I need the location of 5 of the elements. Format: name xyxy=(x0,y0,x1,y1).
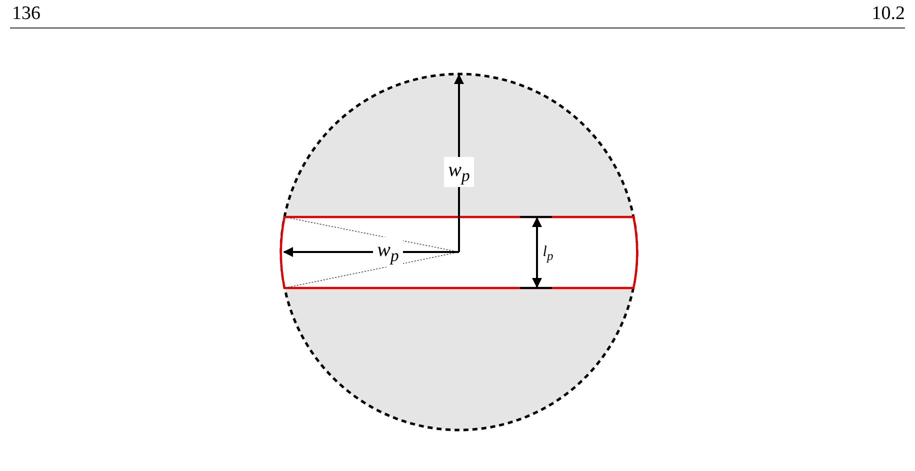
dimension-label: w$_{p}$ xyxy=(444,156,474,188)
dimension-label: w$_{p}$ xyxy=(373,236,403,268)
page-header-text: 10.2 xyxy=(872,4,905,23)
page-header-text: 136 xyxy=(12,4,40,23)
dimension-label: l$_{p}$ xyxy=(542,245,554,263)
